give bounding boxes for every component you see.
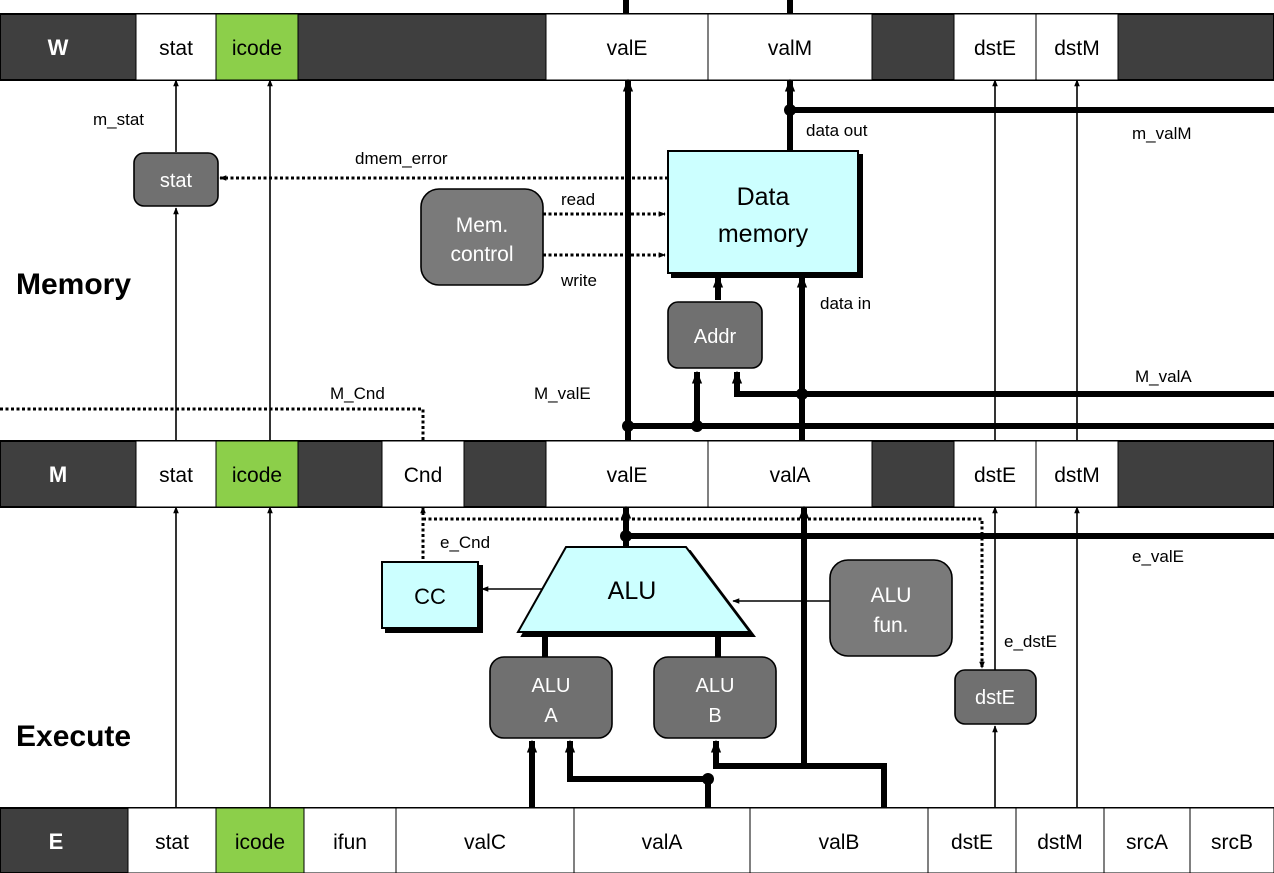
m-stage-label: M [49,462,67,487]
m-field-icode-label: icode [232,464,282,487]
signal-e-Cnd: e_Cnd [440,533,490,552]
e-field-valC-label: valC [464,831,506,854]
data-buses [526,78,1274,808]
e-field-icode [215,807,305,873]
m-field-valA [707,440,873,508]
e-stage-label: E [49,829,64,854]
mem-control-line1: Mem. [456,214,509,237]
m-field-dstE-label: dstE [974,464,1016,487]
m-field-valE-label: valE [607,464,648,487]
m-field-stat-label: stat [159,464,193,487]
bus-junctions [620,104,808,785]
w-field-dstM [1035,13,1119,81]
mem-control-block: Mem. control [420,188,544,286]
stat-block: stat [133,152,219,207]
control-lines [0,175,985,669]
m-field-valA-label: valA [770,464,811,487]
execute-thin-wires [173,506,1080,808]
e-field-ifun-label: ifun [333,831,367,854]
w-field-icode-label: icode [232,37,282,60]
e-field-srcB-label: srcB [1211,831,1253,854]
signal-e-dstE: e_dstE [1004,632,1057,651]
alu-a-line2: A [544,705,558,727]
signal-M-valA: M_valA [1135,367,1192,386]
signal-m-valM: m_valM [1132,124,1192,143]
m-field-Cnd [381,440,465,508]
e-field-srcB [1189,807,1274,873]
e-field-ifun [303,807,397,873]
e-field-valB-label: valB [819,831,860,854]
section-execute-label: Execute [16,720,131,753]
signal-dmem-error: dmem_error [355,149,448,168]
e-field-dstE [927,807,1017,873]
w-field-stat [135,13,217,81]
signal-write: write [560,271,597,290]
addr-block-label: Addr [694,326,737,348]
w-field-dstM-label: dstM [1054,37,1100,60]
w-field-valE-label: valE [607,37,648,60]
addr-block: Addr [667,301,763,369]
mem-control-line2: control [450,243,513,266]
data-memory-line1: Data [737,183,790,211]
alu-fun-block: ALU fun. [829,559,953,657]
alu-a-line1: ALU [532,675,571,697]
e-field-valC [395,807,575,873]
data-memory-line2: memory [718,220,809,248]
m-field-dstM [1035,440,1119,508]
w-field-icode [215,13,299,81]
signal-data-out: data out [806,121,868,140]
e-register: E stat icode ifun valC valA valB dstE ds… [0,807,1274,873]
cc-block-label: CC [414,584,446,609]
data-memory-block: Data memory [667,150,859,274]
e-field-dstM-label: dstM [1037,831,1083,854]
section-memory-label: Memory [16,268,131,301]
alu-fun-line1: ALU [871,584,912,607]
alu-block: ALU [516,546,753,633]
signal-M-valE: M_valE [534,384,591,403]
alu-b-line2: B [708,705,721,727]
m-field-Cnd-label: Cnd [404,464,443,487]
e-field-valA [573,807,751,873]
e-field-valA-label: valA [642,831,683,854]
e-field-stat-label: stat [155,831,189,854]
signal-e-valE: e_valE [1132,547,1184,566]
m-field-dstM-label: dstM [1054,464,1100,487]
e-field-valB [749,807,929,873]
alu-block-label: ALU [608,577,657,605]
alu-fun-line2: fun. [873,614,908,637]
w-field-valM-label: valM [768,37,812,60]
signal-read: read [561,190,595,209]
w-field-stat-label: stat [159,37,193,60]
signal-m-stat: m_stat [93,110,144,129]
w-field-valE [545,13,709,81]
m-register: M stat icode Cnd valE valA dstE dstM [0,440,1274,508]
w-stage-label: W [48,35,69,60]
e-field-dstE-label: dstE [951,831,993,854]
signal-labels: m_stat dmem_error read write data out da… [93,110,1192,651]
alu-b-line1: ALU [696,675,735,697]
alu-b-block: ALU B [653,656,777,739]
m-field-icode [215,440,299,508]
w-field-dstE-label: dstE [974,37,1016,60]
e-field-icode-label: icode [235,831,285,854]
dste-block: dstE [954,669,1037,725]
e-field-srcA-label: srcA [1126,831,1168,854]
alu-a-block: ALU A [489,656,613,739]
stat-block-label: stat [160,170,193,192]
cc-block: CC [381,561,479,629]
w-register: W stat icode valE valM dstE dstM [0,13,1274,81]
m-field-valE [545,440,709,508]
signal-data-in: data in [820,294,871,313]
dste-block-label: dstE [975,687,1015,709]
w-field-valM [707,13,873,81]
memory-thin-wires [173,79,1080,441]
m-field-dstE [953,440,1037,508]
signal-M-Cnd: M_Cnd [330,384,385,403]
